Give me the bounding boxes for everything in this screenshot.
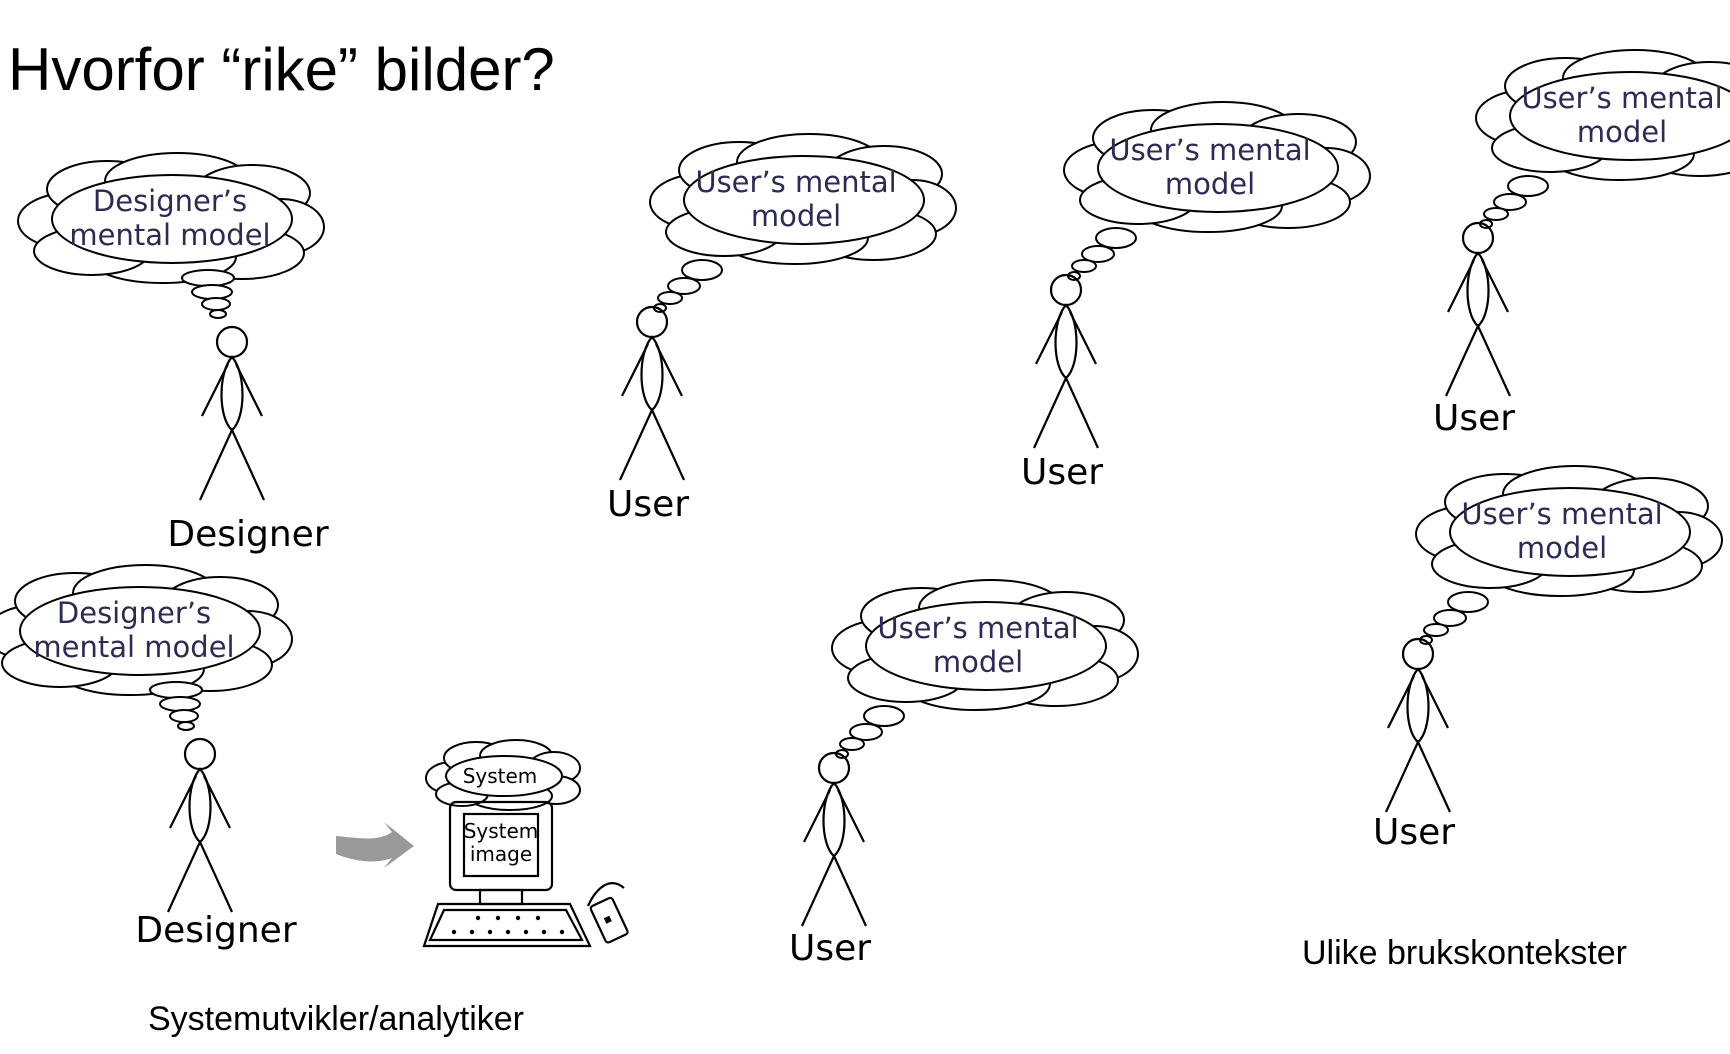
user-figure-4: User’s mental model User [789, 579, 1139, 969]
user-thought-line-1: User’s mental [1109, 133, 1310, 167]
caption-systemutvikler: Systemutvikler/analytiker [148, 1000, 524, 1038]
stick-figure-icon [618, 305, 686, 481]
system-image-line-1: System [464, 819, 539, 843]
thought-bubbles [181, 269, 235, 319]
user-figure-3: User’s mental model User [1433, 49, 1730, 439]
user-thought-line-2: model [1577, 115, 1667, 149]
user-thought-line-1: User’s mental [695, 165, 896, 199]
thought-bubbles [653, 259, 723, 313]
user-thought-cloud: User’s mental model [831, 579, 1139, 711]
mouse-icon [589, 896, 629, 944]
user-thought-line-2: model [1165, 167, 1255, 201]
thought-bubbles [1479, 175, 1549, 229]
user-label: User [1373, 812, 1455, 853]
designer-thought-line-1: Designer’s [93, 184, 247, 218]
arrow-right-icon [336, 822, 414, 868]
thought-bubbles [1067, 227, 1137, 281]
caption-brukskontekster: Ulike brukskontekster [1302, 934, 1627, 972]
system-image-line-2: image [470, 842, 532, 866]
designer-thought-cloud: Designer’s mental model [17, 152, 325, 284]
designer-label: Designer [167, 514, 328, 555]
designer-thought-line-2: mental model [33, 630, 234, 664]
user-figure-1: User’s mental model User [607, 133, 957, 525]
keyboard-keys [451, 915, 565, 935]
user-label: User [607, 484, 689, 525]
designer-figure-1: Designer’s mental model Designer [17, 152, 329, 555]
stick-figure-icon [166, 737, 234, 913]
computer-icon: System System image [422, 739, 629, 948]
stick-figure-icon [198, 325, 266, 501]
user-thought-line-2: model [751, 199, 841, 233]
user-thought-cloud: User’s mental model [649, 133, 957, 265]
user-thought-line-2: model [933, 645, 1023, 679]
user-thought-line-1: User’s mental [1461, 497, 1662, 531]
user-label: User [1021, 452, 1103, 493]
thought-bubbles [149, 681, 203, 731]
system-thought-cloud: System [425, 739, 581, 811]
user-thought-cloud: User’s mental model [1415, 465, 1723, 597]
system-cloud-label: System [463, 764, 538, 788]
stick-figure-icon [800, 751, 868, 927]
stick-figure-icon [1384, 637, 1452, 813]
thought-bubbles [1419, 591, 1489, 645]
designer-label: Designer [135, 910, 296, 951]
user-figure-5: User’s mental model User [1373, 465, 1723, 853]
page-title: Hvorfor “rike” bilder? [8, 36, 555, 103]
user-figure-2: User’s mental model User [1021, 101, 1371, 493]
user-thought-cloud: User’s mental model [1475, 49, 1730, 181]
user-thought-line-1: User’s mental [877, 611, 1078, 645]
designer-figure-2: Designer’s mental model Designer [0, 564, 297, 951]
designer-thought-cloud: Designer’s mental model [0, 564, 293, 696]
stick-figure-icon [1032, 273, 1100, 449]
user-thought-cloud: User’s mental model [1063, 101, 1371, 233]
thought-bubbles [835, 705, 905, 759]
user-thought-line-1: User’s mental [1521, 81, 1722, 115]
user-label: User [1433, 398, 1515, 439]
user-label: User [789, 928, 871, 969]
user-thought-line-2: model [1517, 531, 1607, 565]
designer-thought-line-2: mental model [69, 218, 270, 252]
designer-thought-line-1: Designer’s [57, 596, 211, 630]
stick-figure-icon [1444, 221, 1512, 397]
